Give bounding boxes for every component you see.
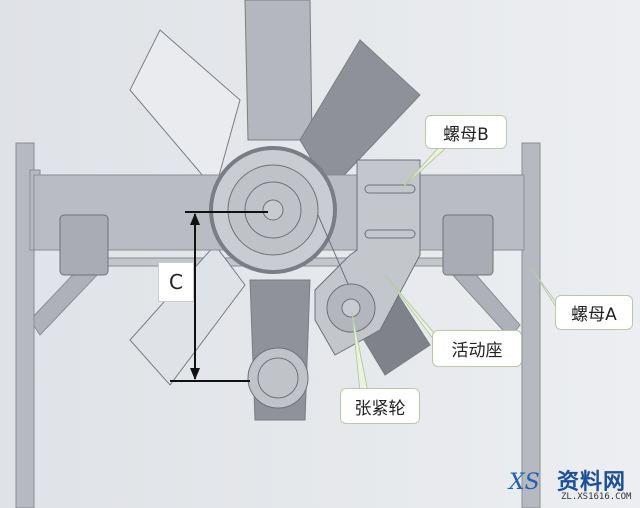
watermark-xs-logo: XS [509,470,540,495]
label-dimension-c: C [158,262,194,302]
dimension-c-line [170,211,268,382]
label-nut-a: 螺母A [555,295,633,330]
watermark-name: 资料网 [557,470,627,495]
leader-lines [351,145,561,393]
label-movable-seat: 活动座 [432,330,522,367]
watermark-logo: XS 资料网 ZL.XS1616.COM [505,466,637,506]
label-nut-b: 螺母B [425,115,507,149]
frame-posts [15,142,541,508]
watermark-url: ZL.XS1616.COM [561,492,632,502]
mounting-blocks [59,214,494,276]
label-tension-pulley: 张紧轮 [340,388,420,424]
lower-pulley [247,347,309,409]
adjust-slots [364,184,416,239]
